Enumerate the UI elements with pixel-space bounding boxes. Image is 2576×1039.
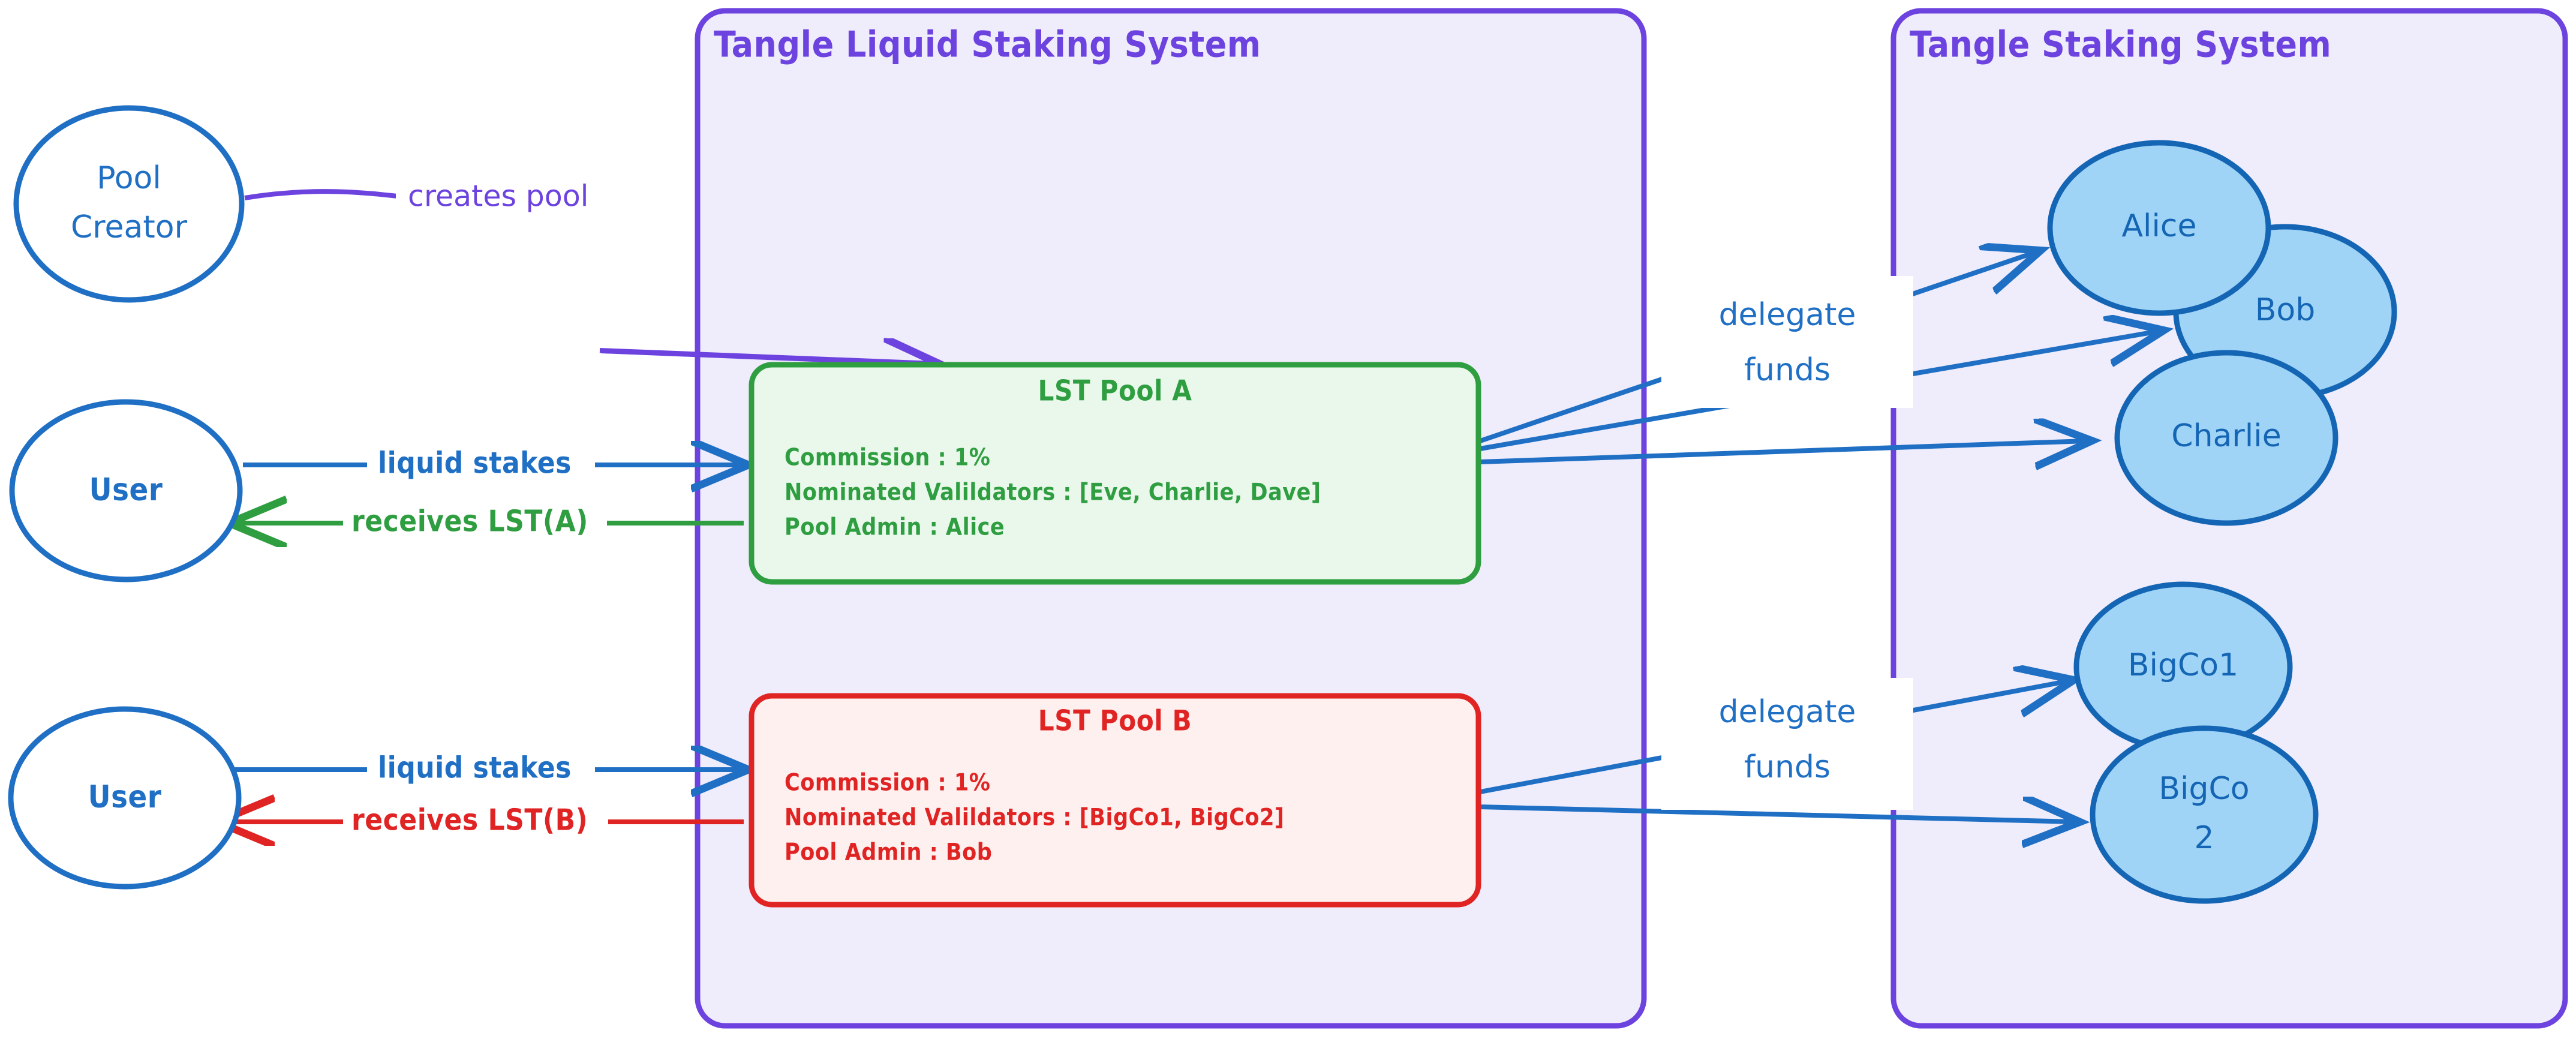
delegate-funds-b-label-line2: funds <box>1744 749 1830 785</box>
node-user-a[interactable]: User <box>9 399 243 582</box>
user-a-shape <box>9 399 243 582</box>
lst-pool-b-line-validators: Nominated Valildators : [BigCo1, BigCo2] <box>784 804 1285 831</box>
node-alice[interactable]: Alice <box>2047 140 2271 316</box>
delegate-funds-a-label-line2: funds <box>1744 352 1830 388</box>
node-charlie[interactable]: Charlie <box>2114 350 2338 526</box>
container-liquid-staking-title: Tangle Liquid Staking System <box>714 24 1261 66</box>
node-lst-pool-b[interactable]: LST Pool B Commission : 1% Nominated Val… <box>749 693 1481 908</box>
lst-pool-b-box <box>749 693 1481 908</box>
edge-label-liquid-stakes-a: liquid stakes <box>367 443 595 486</box>
edge-label-receives-lst-a: receives LST(A) <box>343 501 607 545</box>
edge-label-liquid-stakes-b: liquid stakes <box>367 747 595 791</box>
charlie-label: Charlie <box>2171 418 2281 454</box>
lst-pool-a-line-admin: Pool Admin : Alice <box>784 514 1005 541</box>
edge-creates-pool <box>244 189 936 364</box>
node-user-b[interactable]: User <box>8 706 242 890</box>
alice-label: Alice <box>2121 208 2196 244</box>
label-bg-liquid-stakes-b <box>367 747 595 791</box>
edge-label-delegate-funds-a: delegate funds <box>1661 276 1913 408</box>
receives-lst-a-label: receives LST(A) <box>351 505 588 539</box>
liquid-stakes-a-label: liquid stakes <box>378 446 572 481</box>
bigco2-shape <box>2090 725 2319 904</box>
pool-creator-label-line2: Creator <box>71 209 188 245</box>
node-lst-pool-a[interactable]: LST Pool A Commission : 1% Nominated Val… <box>749 362 1481 585</box>
receives-lst-b-label: receives LST(B) <box>351 803 588 837</box>
charlie-shape <box>2114 350 2338 526</box>
pool-creator-label-line1: Pool <box>97 160 161 196</box>
creates-pool-label: creates pool <box>408 179 588 214</box>
node-bigco2[interactable]: BigCo 2 <box>2090 725 2319 904</box>
label-bg-receives-lst-b <box>343 800 608 844</box>
lst-pool-a-box <box>749 362 1481 585</box>
liquid-stakes-b-label: liquid stakes <box>378 751 572 785</box>
alice-shape <box>2047 140 2271 316</box>
label-bg-receives-lst-a <box>343 501 607 545</box>
edge-label-delegate-funds-b: delegate funds <box>1661 678 1913 810</box>
bigco2-label-line1: BigCo <box>2159 771 2249 807</box>
lst-pool-a-line-validators: Nominated Valildators : [Eve, Charlie, D… <box>784 479 1321 506</box>
lst-pool-a-title: LST Pool A <box>1038 375 1192 408</box>
container-staking-title: Tangle Staking System <box>1910 24 2331 66</box>
bigco1-label: BigCo1 <box>2128 647 2238 683</box>
label-bg-delegate-funds-a <box>1661 276 1913 408</box>
edge-label-creates-pool: creates pool <box>396 174 666 222</box>
label-bg-delegate-funds-b <box>1661 678 1913 810</box>
lst-pool-b-line-commission: Commission : 1% <box>784 770 990 797</box>
user-a-label: User <box>89 472 163 508</box>
lst-pool-b-title: LST Pool B <box>1038 705 1192 738</box>
lst-pool-b-line-admin: Pool Admin : Bob <box>784 839 992 866</box>
lst-pool-a-line-commission: Commission : 1% <box>784 445 990 472</box>
node-bigco1[interactable]: BigCo1 <box>2073 581 2293 753</box>
node-pool-creator[interactable]: Pool Creator <box>13 105 245 303</box>
bigco2-label-line2: 2 <box>2194 820 2214 856</box>
label-bg-liquid-stakes-a <box>367 443 595 486</box>
bob-label: Bob <box>2255 292 2316 328</box>
delegate-funds-b-label-line1: delegate <box>1719 694 1856 730</box>
user-b-shape <box>8 706 242 890</box>
user-b-label: User <box>88 779 162 815</box>
edge-label-receives-lst-b: receives LST(B) <box>343 800 608 844</box>
pool-creator-shape <box>13 105 245 303</box>
delegate-funds-a-label-line1: delegate <box>1719 297 1856 333</box>
label-bg-creates-pool <box>396 174 666 222</box>
